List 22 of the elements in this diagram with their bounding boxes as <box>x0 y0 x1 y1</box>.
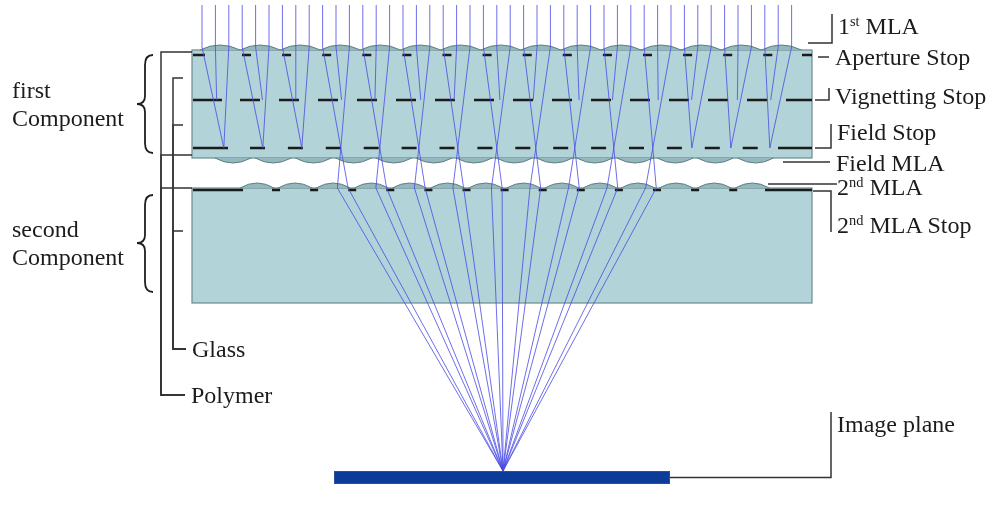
part-label: Vignetting Stop <box>829 84 999 108</box>
part-label: Field Stop <box>831 120 951 144</box>
leader-line <box>782 161 831 163</box>
part-label: Glass <box>186 337 256 361</box>
leader-line <box>767 183 838 185</box>
part-label: 1$^{st}$ MLA <box>832 14 932 42</box>
part-label: Image plane <box>831 412 971 438</box>
leader-line <box>814 123 832 149</box>
leader-line <box>812 190 832 233</box>
component-label: first Component <box>12 76 125 132</box>
part-label: Polymer <box>185 383 285 407</box>
part-label: 2$^{nd}$ MLA Stop <box>831 213 991 239</box>
leader-line <box>817 56 830 58</box>
part-label: Aperture Stop <box>829 45 989 69</box>
leader-line <box>669 411 832 479</box>
part-label: Field MLA <box>830 151 960 175</box>
part-label: 2$^{nd}$ MLA <box>837 175 941 197</box>
leader-line <box>807 13 833 44</box>
leader-line <box>172 230 187 350</box>
component-label: second Component <box>12 215 125 271</box>
leader-line <box>814 87 830 101</box>
image-plane-bar <box>334 471 670 484</box>
